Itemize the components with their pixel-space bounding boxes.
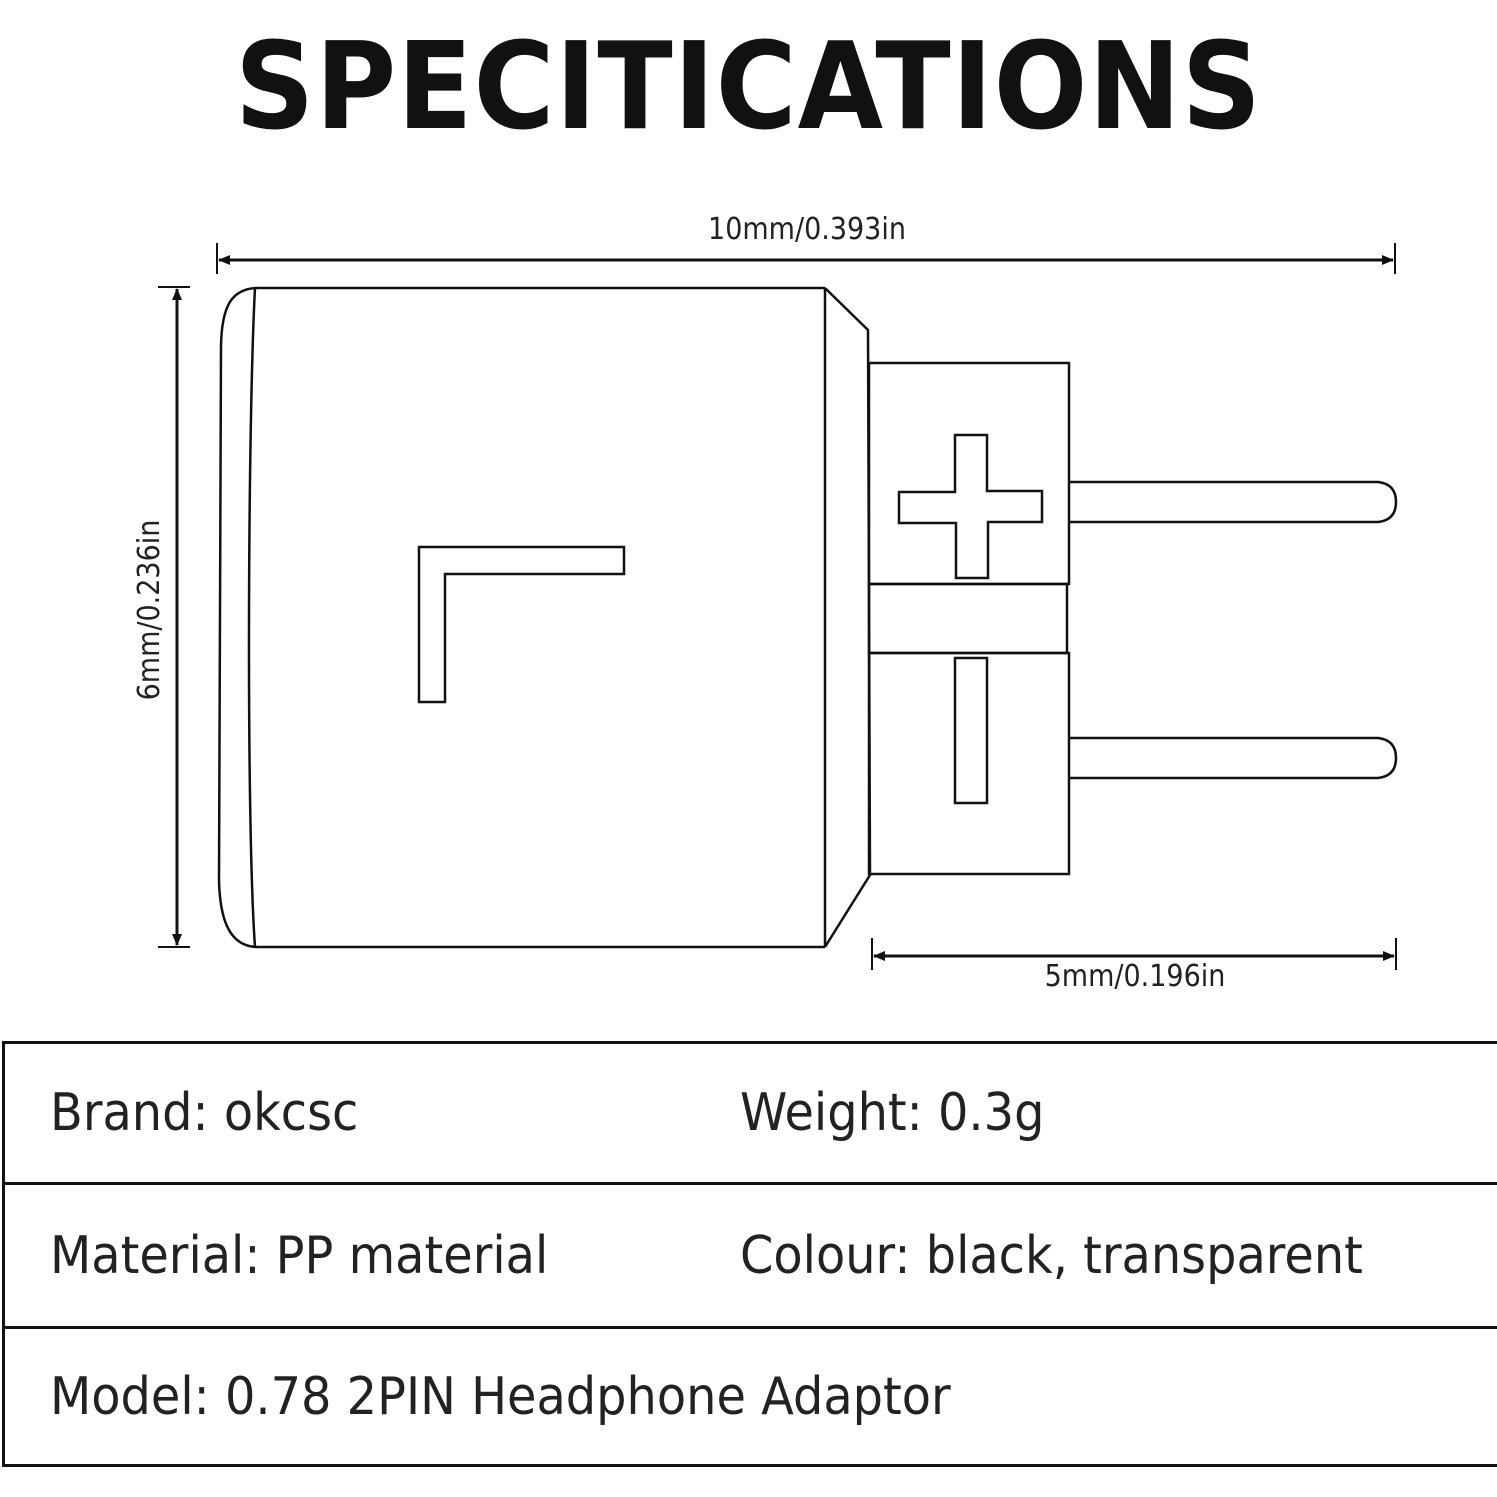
width-dimension-label: 10mm/0.393in (708, 212, 906, 247)
pin-dimension-line (871, 938, 1397, 970)
minus-icon (953, 656, 989, 805)
spec-material: Material: PP material (50, 1225, 549, 1286)
connector-housing (867, 361, 1071, 876)
adaptor-body (217, 286, 872, 949)
negative-pin (1069, 736, 1398, 780)
spec-weight: Weight: 0.3g (740, 1083, 1045, 1143)
page-title: SPECITICATIONS (234, 18, 1263, 157)
width-dimension-line (216, 243, 1396, 274)
positive-pin (1069, 480, 1398, 524)
height-dimension-line (158, 286, 190, 948)
adaptor-drawing (158, 243, 1398, 970)
l-shape-mark (417, 545, 626, 704)
spec-row: Material: PP material Colour: black, tra… (5, 1185, 1497, 1329)
spec-table: Brand: okcsc Weight: 0.3g Material: PP m… (2, 1041, 1497, 1467)
spec-model: Model: 0.78 2PIN Headphone Adaptor (50, 1366, 951, 1427)
spec-brand: Brand: okcsc (50, 1083, 359, 1143)
pin-dimension-label: 5mm/0.196in (1044, 959, 1226, 994)
spec-row: Brand: okcsc Weight: 0.3g (5, 1044, 1497, 1185)
height-dimension-label: 6mm/0.236in (132, 519, 167, 701)
spec-row: Model: 0.78 2PIN Headphone Adaptor (5, 1329, 1497, 1464)
spec-colour: Colour: black, transparent (740, 1225, 1363, 1286)
plus-icon (897, 433, 1044, 580)
product-diagram: 10mm/0.393in 6mm/0.236in 5mm/0.196in (132, 212, 1398, 994)
